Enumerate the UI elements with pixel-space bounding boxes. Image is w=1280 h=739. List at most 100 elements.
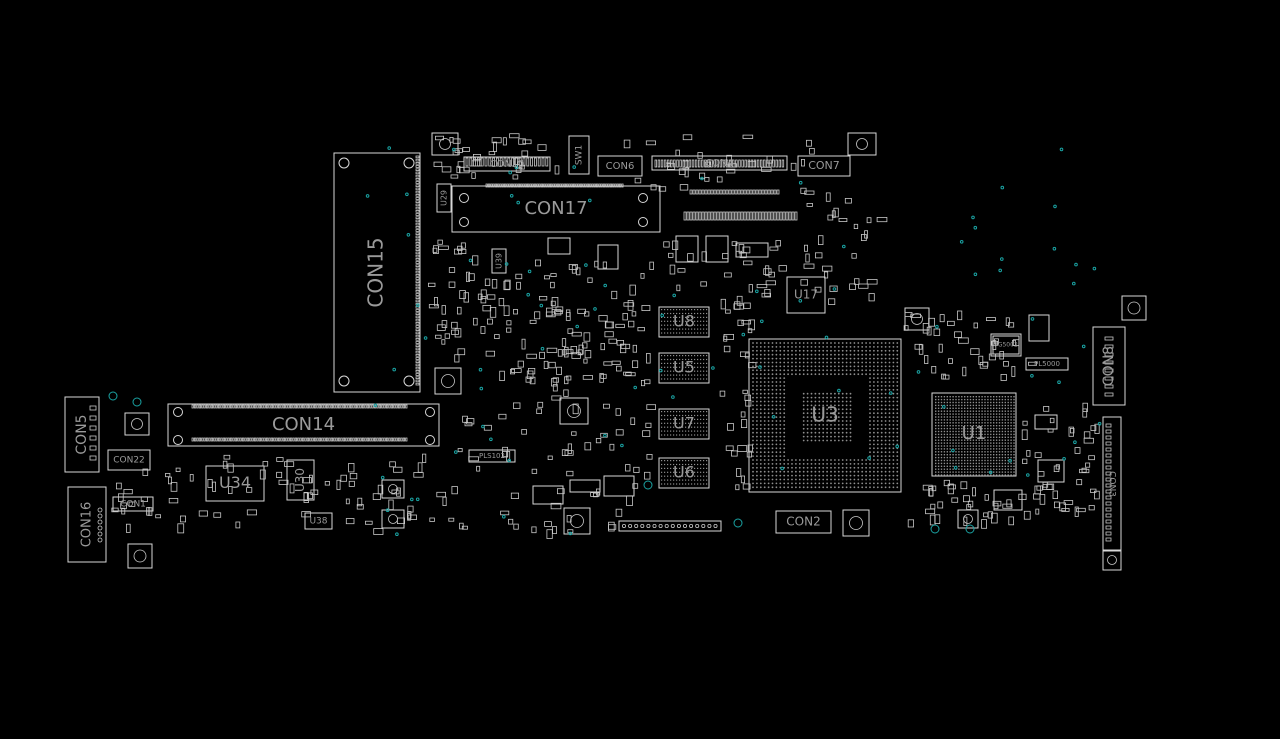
ball [700, 355, 702, 357]
ball [767, 349, 770, 352]
pad [614, 183, 617, 188]
ball [845, 369, 848, 372]
ball [969, 413, 972, 415]
mounting-hole [425, 435, 435, 445]
ball [955, 407, 957, 409]
ball [822, 353, 825, 356]
via [392, 367, 397, 372]
ball [783, 443, 786, 446]
pad [743, 211, 747, 221]
ball [892, 463, 895, 465]
ball [841, 408, 844, 411]
ball [993, 471, 995, 473]
ball [981, 436, 983, 438]
component-label: U7 [673, 414, 695, 433]
ball [873, 377, 875, 379]
ball [775, 357, 778, 360]
ball [869, 466, 871, 469]
pad [514, 157, 520, 166]
pad [391, 489, 400, 495]
ball [756, 459, 758, 461]
ball [759, 400, 762, 403]
pad [275, 404, 278, 409]
pad [631, 311, 637, 317]
ball [961, 427, 963, 430]
ball [664, 370, 666, 372]
ball [880, 388, 883, 391]
ball [892, 392, 895, 395]
ball [771, 451, 774, 454]
ball [673, 355, 675, 357]
pad [602, 183, 606, 188]
ball [767, 443, 770, 446]
ball [688, 483, 690, 485]
pad [676, 284, 681, 292]
ball [995, 430, 998, 433]
ball [706, 422, 708, 424]
pad [1049, 417, 1055, 424]
ball [952, 436, 954, 438]
ball [884, 408, 887, 411]
pad [441, 305, 446, 315]
ball [958, 456, 960, 459]
pad [237, 437, 240, 442]
ball [802, 486, 805, 489]
ball [679, 362, 681, 364]
ball [673, 479, 675, 481]
ball [798, 482, 801, 485]
ball [958, 425, 960, 427]
ball [814, 342, 817, 344]
pad [582, 342, 588, 349]
ball [694, 430, 696, 432]
pad [576, 267, 581, 276]
pad [405, 404, 408, 409]
ball [664, 328, 666, 330]
ball [949, 465, 951, 467]
ball [661, 366, 663, 368]
ball [995, 474, 998, 476]
ball [969, 416, 972, 418]
pad [981, 519, 987, 529]
ball [822, 369, 825, 372]
pad [215, 437, 218, 442]
ball [802, 474, 805, 477]
ball [892, 420, 895, 422]
ball [763, 346, 766, 348]
ball [888, 478, 891, 481]
ball [697, 320, 699, 322]
ball [990, 401, 992, 404]
ball [810, 424, 813, 426]
ball [940, 451, 943, 453]
ball [673, 422, 675, 424]
ball [978, 456, 980, 459]
ball [952, 462, 954, 465]
ball [865, 349, 867, 352]
ball [1001, 427, 1004, 430]
ball [981, 419, 983, 421]
ball [949, 462, 951, 465]
ball [880, 482, 883, 485]
pad [515, 183, 518, 188]
component-label: SW1 [575, 145, 585, 165]
ball [676, 414, 678, 417]
pad [548, 361, 556, 369]
ball [810, 346, 813, 348]
ball [896, 377, 899, 379]
pad [472, 153, 481, 160]
ball [802, 408, 805, 411]
ball [1004, 410, 1006, 412]
pad [615, 429, 624, 436]
component-con1 [112, 496, 154, 512]
pad [284, 461, 295, 467]
ball [779, 447, 782, 450]
ball [802, 361, 805, 364]
ball [888, 435, 891, 438]
ball [966, 459, 969, 462]
ball [661, 411, 663, 413]
ball [676, 324, 678, 326]
pad [277, 404, 281, 409]
ball [676, 362, 678, 364]
ball [822, 420, 825, 422]
ball [676, 328, 678, 330]
via [539, 303, 544, 308]
